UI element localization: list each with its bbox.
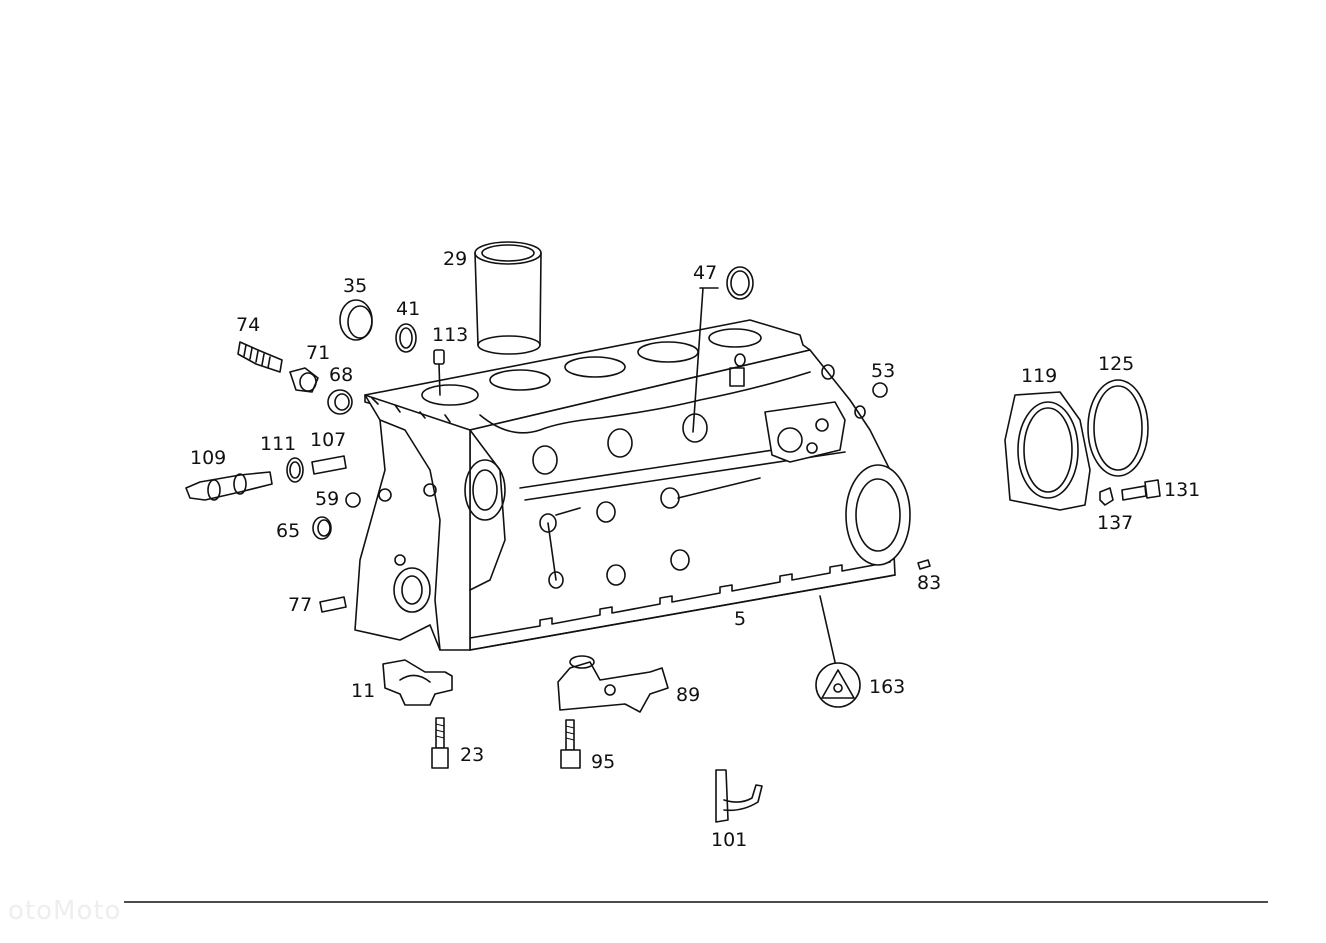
bearing-cap-11 — [382, 659, 453, 706]
cover-119 — [1004, 391, 1091, 511]
label-83: 83 — [917, 572, 941, 594]
label-77: 77 — [288, 594, 312, 616]
label-163: 163 — [869, 676, 905, 698]
cover-163 — [815, 595, 861, 708]
label-95: 95 — [591, 751, 615, 773]
label-68: 68 — [329, 364, 353, 386]
oil-pump-89 — [557, 655, 669, 713]
label-109: 109 — [190, 447, 226, 469]
sensor-74 — [237, 341, 283, 373]
ring-47 — [692, 266, 754, 433]
ring-111 — [286, 457, 304, 483]
label-65: 65 — [276, 520, 300, 542]
fitting-71 — [289, 367, 319, 393]
bolt-95 — [560, 719, 581, 769]
plug-59 — [345, 492, 361, 508]
plug-53 — [872, 382, 888, 398]
label-111: 111 — [260, 433, 296, 455]
label-5: 5 — [734, 608, 746, 630]
sensor-109 — [185, 471, 273, 501]
ring-41 — [395, 323, 417, 353]
label-11: 11 — [351, 680, 375, 702]
label-29: 29 — [443, 248, 467, 270]
bolt-131 — [1121, 479, 1161, 501]
sleeve-113 — [433, 349, 445, 396]
label-23: 23 — [460, 744, 484, 766]
label-125: 125 — [1098, 353, 1134, 375]
fitting-101 — [715, 769, 763, 823]
pin-83 — [917, 559, 931, 570]
label-74: 74 — [236, 314, 260, 336]
seal-125 — [1087, 379, 1149, 477]
label-131: 131 — [1164, 479, 1200, 501]
plug-65 — [312, 516, 332, 540]
label-47: 47 — [693, 262, 717, 284]
label-113: 113 — [432, 324, 468, 346]
watermark-text: otoMoto — [8, 896, 122, 926]
engine-block — [354, 319, 911, 651]
label-41: 41 — [396, 298, 420, 320]
label-89: 89 — [676, 684, 700, 706]
label-59: 59 — [315, 488, 339, 510]
label-107: 107 — [310, 429, 346, 451]
label-119: 119 — [1021, 365, 1057, 387]
pin-77 — [319, 596, 347, 613]
label-35: 35 — [343, 275, 367, 297]
label-71: 71 — [306, 342, 330, 364]
seal-68 — [327, 389, 353, 415]
plug-35 — [339, 299, 373, 341]
cylinder-liner-29 — [474, 241, 542, 355]
callout-labels: 29 35 41 113 47 74 71 68 53 119 125 109 … — [190, 248, 1200, 851]
washer-137 — [1099, 487, 1114, 506]
label-101: 101 — [711, 829, 747, 851]
bolt-23 — [431, 717, 449, 769]
bolt-107 — [311, 455, 347, 475]
label-53: 53 — [871, 360, 895, 382]
label-137: 137 — [1097, 512, 1133, 534]
